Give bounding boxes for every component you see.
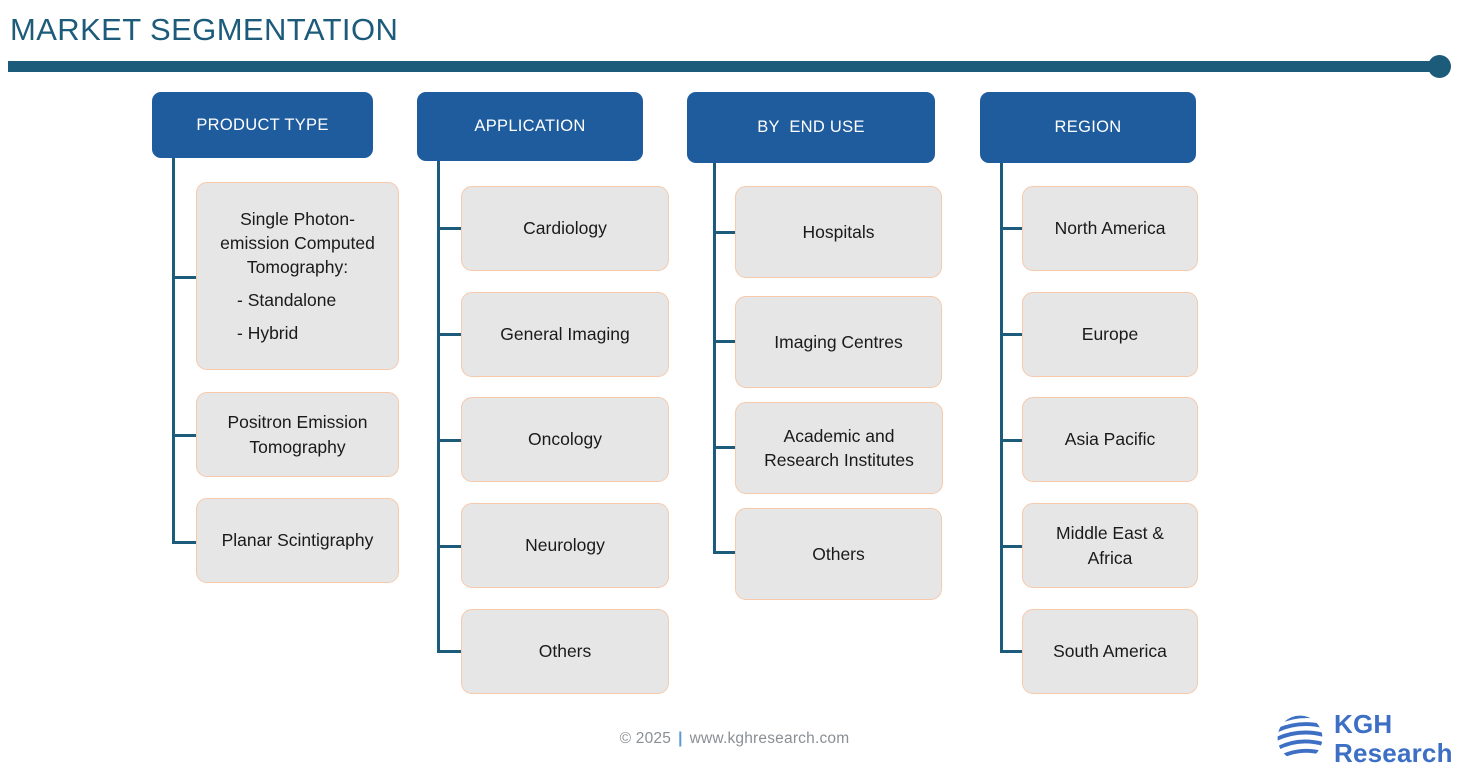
- connector-stub: [437, 333, 463, 336]
- node-box[interactable]: North America: [1022, 186, 1198, 271]
- node-label: Oncology: [528, 429, 602, 450]
- connector-stub: [437, 227, 463, 230]
- node-box[interactable]: Planar Scintigraphy: [196, 498, 399, 583]
- node-box[interactable]: Neurology: [461, 503, 669, 588]
- connector-trunk-region: [1000, 163, 1003, 651]
- connector-stub: [713, 231, 737, 234]
- node-label: Cardiology: [523, 218, 607, 239]
- node-label: Imaging Centres: [774, 331, 903, 352]
- footer-copyright: © 2025: [619, 730, 672, 747]
- node-sublabel: - Standalone: [237, 290, 337, 311]
- node-box[interactable]: Europe: [1022, 292, 1198, 377]
- node-box[interactable]: Middle East & Africa: [1022, 503, 1198, 588]
- logo-line-2: Research: [1334, 737, 1453, 768]
- node-label: Academic and Research Institutes: [764, 425, 914, 470]
- node-box[interactable]: Positron Emission Tomography: [196, 392, 399, 477]
- kgh-research-logo[interactable]: KGH Research: [1272, 707, 1452, 769]
- connector-stub: [172, 434, 198, 437]
- node-box[interactable]: Imaging Centres: [735, 296, 942, 388]
- footer-website[interactable]: www.kghresearch.com: [689, 730, 850, 747]
- connector-stub: [1000, 227, 1024, 230]
- node-box[interactable]: Oncology: [461, 397, 669, 482]
- globe-icon: [1277, 715, 1323, 761]
- node-box[interactable]: Academic and Research Institutes: [735, 402, 943, 494]
- node-label: Planar Scintigraphy: [221, 530, 374, 551]
- connector-stub: [1000, 439, 1024, 442]
- connector-stub: [1000, 545, 1024, 548]
- node-label: Middle East & Africa: [1056, 523, 1164, 568]
- node-label: Others: [538, 641, 592, 662]
- node-label: North America: [1054, 218, 1166, 239]
- connector-stub: [172, 541, 198, 544]
- node-label: Positron Emission Tomography: [227, 412, 368, 457]
- node-label: Hospitals: [802, 221, 875, 242]
- footer-separator: |: [678, 730, 683, 747]
- node-box[interactable]: Single Photon- emission Computed Tomogra…: [196, 182, 399, 370]
- node-label: General Imaging: [500, 324, 630, 345]
- column-header-by-end-use[interactable]: BY END USE: [687, 92, 935, 163]
- node-label: Europe: [1081, 324, 1139, 345]
- node-sublabel: - Hybrid: [237, 323, 299, 344]
- node-box[interactable]: Asia Pacific: [1022, 397, 1198, 482]
- node-label: Neurology: [525, 535, 605, 556]
- connector-stub: [713, 446, 737, 449]
- connector-trunk-application: [437, 161, 440, 652]
- page-title: MARKET SEGMENTATION: [10, 12, 399, 47]
- connector-stub: [713, 340, 737, 343]
- node-label: South America: [1053, 641, 1167, 662]
- connector-stub: [437, 545, 463, 548]
- title-divider-dot: [1428, 55, 1451, 78]
- connector-stub: [172, 276, 198, 279]
- node-box[interactable]: Others: [735, 508, 942, 600]
- connector-stub: [713, 551, 737, 554]
- column-header-region[interactable]: REGION: [980, 92, 1196, 163]
- connector-trunk-by-end-use: [713, 163, 716, 553]
- logo-wordmark: KGH Research: [1334, 711, 1453, 766]
- logo-line-1: KGH: [1334, 708, 1393, 739]
- column-header-application[interactable]: APPLICATION: [417, 92, 643, 161]
- connector-trunk-product-type: [172, 158, 175, 543]
- node-label: Asia Pacific: [1064, 429, 1156, 450]
- column-header-product-type[interactable]: PRODUCT TYPE: [152, 92, 373, 158]
- node-box[interactable]: General Imaging: [461, 292, 669, 377]
- node-box[interactable]: Hospitals: [735, 186, 942, 278]
- node-label: Single Photon- emission Computed Tomogra…: [220, 208, 375, 277]
- connector-stub: [437, 439, 463, 442]
- node-box[interactable]: South America: [1022, 609, 1198, 694]
- connector-stub: [437, 650, 463, 653]
- connector-stub: [1000, 333, 1024, 336]
- footer: © 2025 | www.kghresearch.com: [0, 730, 1469, 748]
- title-divider-rule: [8, 61, 1440, 72]
- connector-stub: [1000, 650, 1024, 653]
- node-label: Others: [812, 543, 865, 564]
- node-box[interactable]: Others: [461, 609, 669, 694]
- node-box[interactable]: Cardiology: [461, 186, 669, 271]
